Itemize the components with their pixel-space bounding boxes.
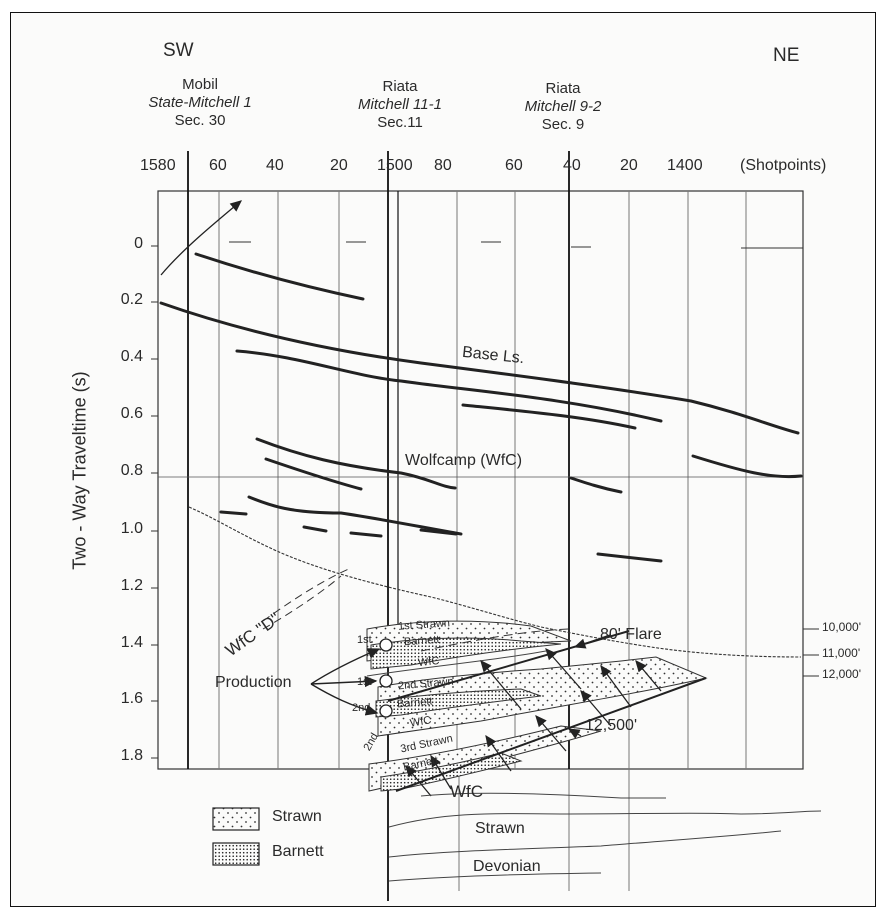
- wfc-d-dashed-1: [262, 567, 352, 622]
- depth-label: 10,000': [822, 620, 861, 634]
- well-lease: Mitchell 9-2: [524, 98, 602, 115]
- well-name: Mobil: [182, 76, 218, 93]
- shotpoint-label: 60: [209, 157, 227, 174]
- zero-time-dashes: [229, 241, 803, 249]
- well-name: Riata: [382, 78, 418, 95]
- shotpoints-unit: (Shotpoints): [740, 157, 827, 174]
- flare-arrow: [573, 634, 611, 649]
- legend-barnett-label: Barnett: [272, 843, 324, 860]
- well-state-mitchell: Mobil State-Mitchell 1 Sec. 30: [145, 76, 255, 130]
- shotpoint-label: 20: [620, 157, 638, 174]
- figure-frame: [10, 12, 876, 907]
- depth-label: 11,000': [822, 646, 861, 660]
- perf-second-strawn: 2nd: [352, 702, 371, 714]
- lower-unit-strawn: Strawn: [475, 820, 525, 837]
- y-tick-label: 1.2: [120, 577, 143, 594]
- y-tick-label: 0.4: [120, 348, 143, 365]
- well-lease: Mitchell 11-1: [358, 96, 442, 113]
- lower-unit-devonian: Devonian: [473, 858, 541, 875]
- shotpoint-label: 1400: [667, 157, 703, 174]
- perf-first-strawn: 1st: [357, 634, 372, 646]
- production-arrows: [310, 648, 381, 716]
- well-mitchell-9-2: Riata Mitchell 9-2 Sec. 9: [508, 80, 618, 134]
- perf-first-barnett: 1st: [357, 676, 372, 688]
- shotpoint-label: 1580: [140, 157, 176, 174]
- shotpoint-label: 40: [266, 157, 284, 174]
- y-tick-label: 0.6: [120, 405, 143, 422]
- direction-sw: SW: [163, 40, 194, 61]
- y-tick-label: 1.6: [120, 690, 143, 707]
- y-tick-label: 0.2: [120, 291, 143, 308]
- depth-12500-annotation: 12,500': [585, 717, 637, 734]
- shotpoint-label: 40: [563, 157, 581, 174]
- shotpoint-label: 20: [330, 157, 348, 174]
- seismic-cross-section: [151, 151, 822, 901]
- well-section: Sec.11: [377, 114, 423, 131]
- depth-arrow: [567, 728, 582, 739]
- depth-label: 12,000': [822, 667, 861, 681]
- production-label: Production: [215, 674, 292, 691]
- well-section: Sec. 9: [541, 116, 585, 133]
- direction-ne: NE: [773, 45, 800, 66]
- shotpoint-label: 80: [434, 157, 452, 174]
- second-barnett-wedge: [375, 688, 542, 718]
- well-section: Sec. 30: [174, 112, 226, 129]
- first-barnett-wedge: [370, 637, 562, 670]
- lower-unit-wfc: WfC: [450, 782, 484, 801]
- y-axis-label: Two - Way Traveltime (s): [69, 371, 90, 570]
- zone-barnett: Barnett: [403, 633, 440, 649]
- shotpoint-label: 60: [505, 157, 523, 174]
- y-tick-label: 1.8: [120, 747, 143, 764]
- y-tick-label: 1.4: [120, 634, 143, 651]
- fault-arrow: [160, 200, 242, 276]
- lower-unit-lines: [388, 792, 822, 882]
- well-mitchell-11-1: Riata Mitchell 11-1 Sec.11: [345, 78, 455, 132]
- zone-wfc: WfC: [417, 654, 440, 670]
- shotpoint-label: 1500: [377, 157, 413, 174]
- perforation-symbols: [379, 638, 393, 718]
- y-tick-label: 0: [134, 235, 143, 252]
- horizon-wolfcamp: Wolfcamp (WfC): [405, 452, 523, 469]
- legend-barnett-swatch: [212, 842, 260, 866]
- well-name: Riata: [545, 80, 581, 97]
- legend-strawn-swatch: [212, 807, 260, 831]
- well-lease: State-Mitchell 1: [148, 94, 252, 111]
- slip-arrows: [405, 648, 662, 797]
- y-axis-ticks: [151, 245, 819, 759]
- unconformity-line: [188, 506, 802, 658]
- legend-strawn-label: Strawn: [272, 808, 322, 825]
- y-tick-label: 1.0: [120, 520, 143, 537]
- flare-annotation: 80' Flare: [600, 626, 662, 643]
- y-tick-label: 0.8: [120, 462, 143, 479]
- seismic-reflectors: [159, 252, 803, 563]
